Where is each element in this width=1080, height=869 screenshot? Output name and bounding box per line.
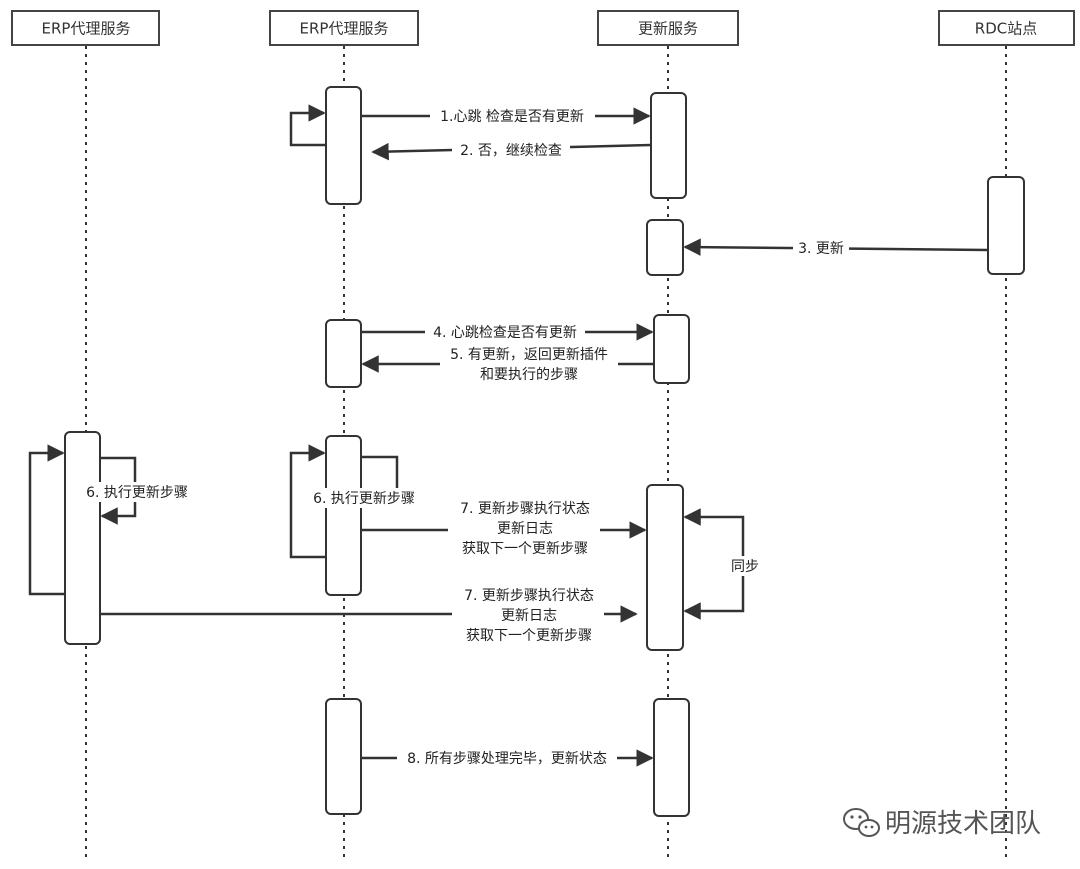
watermark: 明源技术团队: [843, 808, 1041, 839]
participant-label: RDC站点: [975, 20, 1037, 38]
message-label: 3. 更新: [798, 241, 844, 257]
self-loop-arrow: [289, 104, 326, 147]
watermark-text: 明源技术团队: [885, 809, 1041, 839]
message-label: 7. 更新步骤执行状态: [464, 588, 594, 604]
participant-erp-agent-2: ERP代理服务: [269, 10, 419, 46]
wechat-icon: [843, 808, 880, 837]
activation-box: [325, 698, 362, 815]
participant-label: ERP代理服务: [300, 20, 389, 38]
activation-box: [64, 431, 101, 645]
activation-box: [653, 698, 690, 817]
message-label: 和要执行的步骤: [480, 367, 578, 383]
activation-box: [650, 92, 687, 199]
message-label: 5. 有更新，返回更新插件: [450, 347, 608, 363]
message-label: 更新日志: [501, 608, 557, 624]
activation-box: [646, 484, 684, 651]
message-label: 1.心跳 检查是否有更新: [440, 109, 584, 125]
message-label: 获取下一个更新步骤: [466, 628, 592, 644]
activation-box: [325, 86, 362, 205]
message-label: 2. 否，继续检查: [460, 142, 562, 159]
self-loop-arrow: [28, 444, 65, 596]
self-loop-line: [361, 455, 399, 490]
activation-box: [987, 176, 1025, 275]
message-label: 更新日志: [497, 521, 553, 537]
self-loop-arrow: [289, 444, 326, 559]
participant-erp-agent-1: ERP代理服务: [11, 10, 160, 46]
activation-box: [646, 219, 684, 276]
participant-rdc-site: RDC站点: [938, 10, 1075, 46]
activation-box: [325, 435, 362, 596]
message-label: 4. 心跳检查是否有更新: [433, 325, 577, 341]
message-label: 6. 执行更新步骤: [313, 491, 415, 507]
message-label: 8. 所有步骤处理完毕，更新状态: [407, 751, 607, 767]
activation-box: [325, 319, 362, 388]
participant-label: 更新服务: [638, 20, 698, 38]
participant-label: ERP代理服务: [42, 20, 131, 38]
message-label: 6. 执行更新步骤: [86, 485, 188, 501]
message-label: 获取下一个更新步骤: [462, 541, 588, 557]
message-label: 同步: [731, 559, 759, 575]
message-label: 7. 更新步骤执行状态: [460, 501, 590, 517]
activation-box: [653, 314, 690, 384]
participant-update-service: 更新服务: [597, 10, 739, 46]
